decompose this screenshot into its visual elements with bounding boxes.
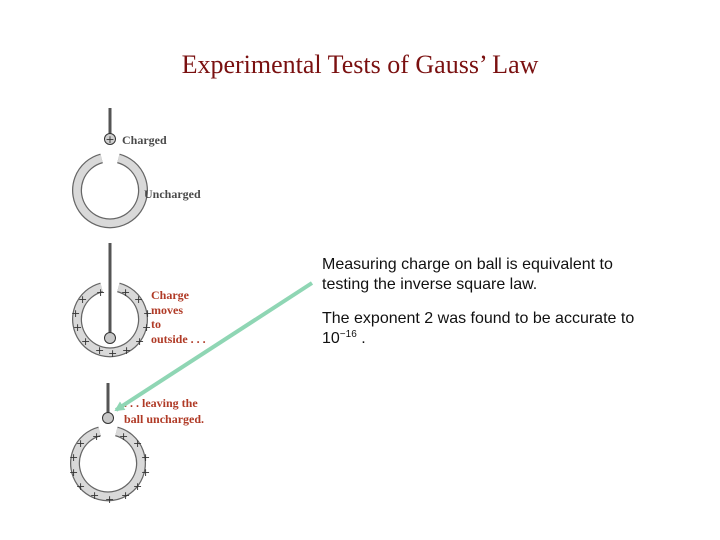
- svg-text:+: +: [142, 321, 151, 334]
- svg-text:+: +: [76, 480, 85, 493]
- stage-1-group: + Charged Uncharged: [72, 108, 201, 229]
- pointer-arrow: [114, 281, 314, 412]
- svg-text:+: +: [96, 286, 105, 299]
- label-charge-moves-3: to: [151, 317, 161, 331]
- svg-text:+: +: [141, 451, 150, 464]
- svg-text:+: +: [69, 466, 78, 479]
- label-charge-moves-4: outside . . .: [151, 332, 206, 346]
- svg-text:+: +: [135, 335, 144, 348]
- slide-title: Experimental Tests of Gauss’ Law: [181, 50, 539, 79]
- exponent-suffix: .: [356, 330, 366, 347]
- svg-text:+: +: [90, 489, 99, 502]
- exponent-text: The exponent 2 was found to be accurate …: [322, 310, 635, 347]
- label-charge-moves-1: Charge: [151, 288, 190, 302]
- label-charge-moves-2: moves: [151, 303, 183, 317]
- label-leaving-2: ball uncharged.: [124, 412, 204, 426]
- svg-text:+: +: [73, 321, 82, 334]
- paragraph-exponent: The exponent 2 was found to be accurate …: [322, 309, 662, 349]
- svg-text:+: +: [133, 437, 142, 450]
- svg-text:+: +: [133, 480, 142, 493]
- svg-text:+: +: [71, 307, 80, 320]
- inner-ball: [104, 332, 116, 344]
- paragraph-equivalence: Measuring charge on ball is equivalent t…: [322, 256, 613, 293]
- svg-text:+: +: [122, 344, 131, 357]
- svg-text:+: +: [119, 430, 128, 443]
- stage-3-group: . . . leaving the ball uncharged. + + + …: [69, 383, 204, 506]
- stage-2-group: + + + + + + + + + + + + + Charge moves t…: [71, 243, 206, 360]
- exponent-power: −16: [339, 329, 357, 340]
- svg-text:+: +: [105, 493, 114, 506]
- ball-plus-sign: +: [105, 133, 114, 146]
- svg-text:+: +: [108, 347, 117, 360]
- svg-text:+: +: [81, 335, 90, 348]
- svg-text:+: +: [76, 437, 85, 450]
- charged-ball: [104, 133, 116, 145]
- label-leaving-1: . . . leaving the: [124, 396, 198, 410]
- explanation-text: Measuring charge on ball is equivalent t…: [322, 255, 662, 363]
- svg-text:+: +: [69, 451, 78, 464]
- svg-text:+: +: [78, 293, 87, 306]
- svg-text:+: +: [92, 430, 101, 443]
- label-charged: Charged: [122, 133, 167, 147]
- outer-charges-2: + + + + + + + + + + + + +: [71, 286, 152, 360]
- label-uncharged: Uncharged: [144, 187, 201, 201]
- svg-text:+: +: [141, 466, 150, 479]
- svg-text:+: +: [134, 293, 143, 306]
- svg-text:+: +: [121, 286, 130, 299]
- outer-charges-3: + + + + + + + + + + + + +: [69, 430, 150, 506]
- svg-text:+: +: [143, 307, 152, 320]
- uncharged-ball: [102, 412, 114, 424]
- svg-text:+: +: [95, 344, 104, 357]
- svg-text:+: +: [121, 489, 130, 502]
